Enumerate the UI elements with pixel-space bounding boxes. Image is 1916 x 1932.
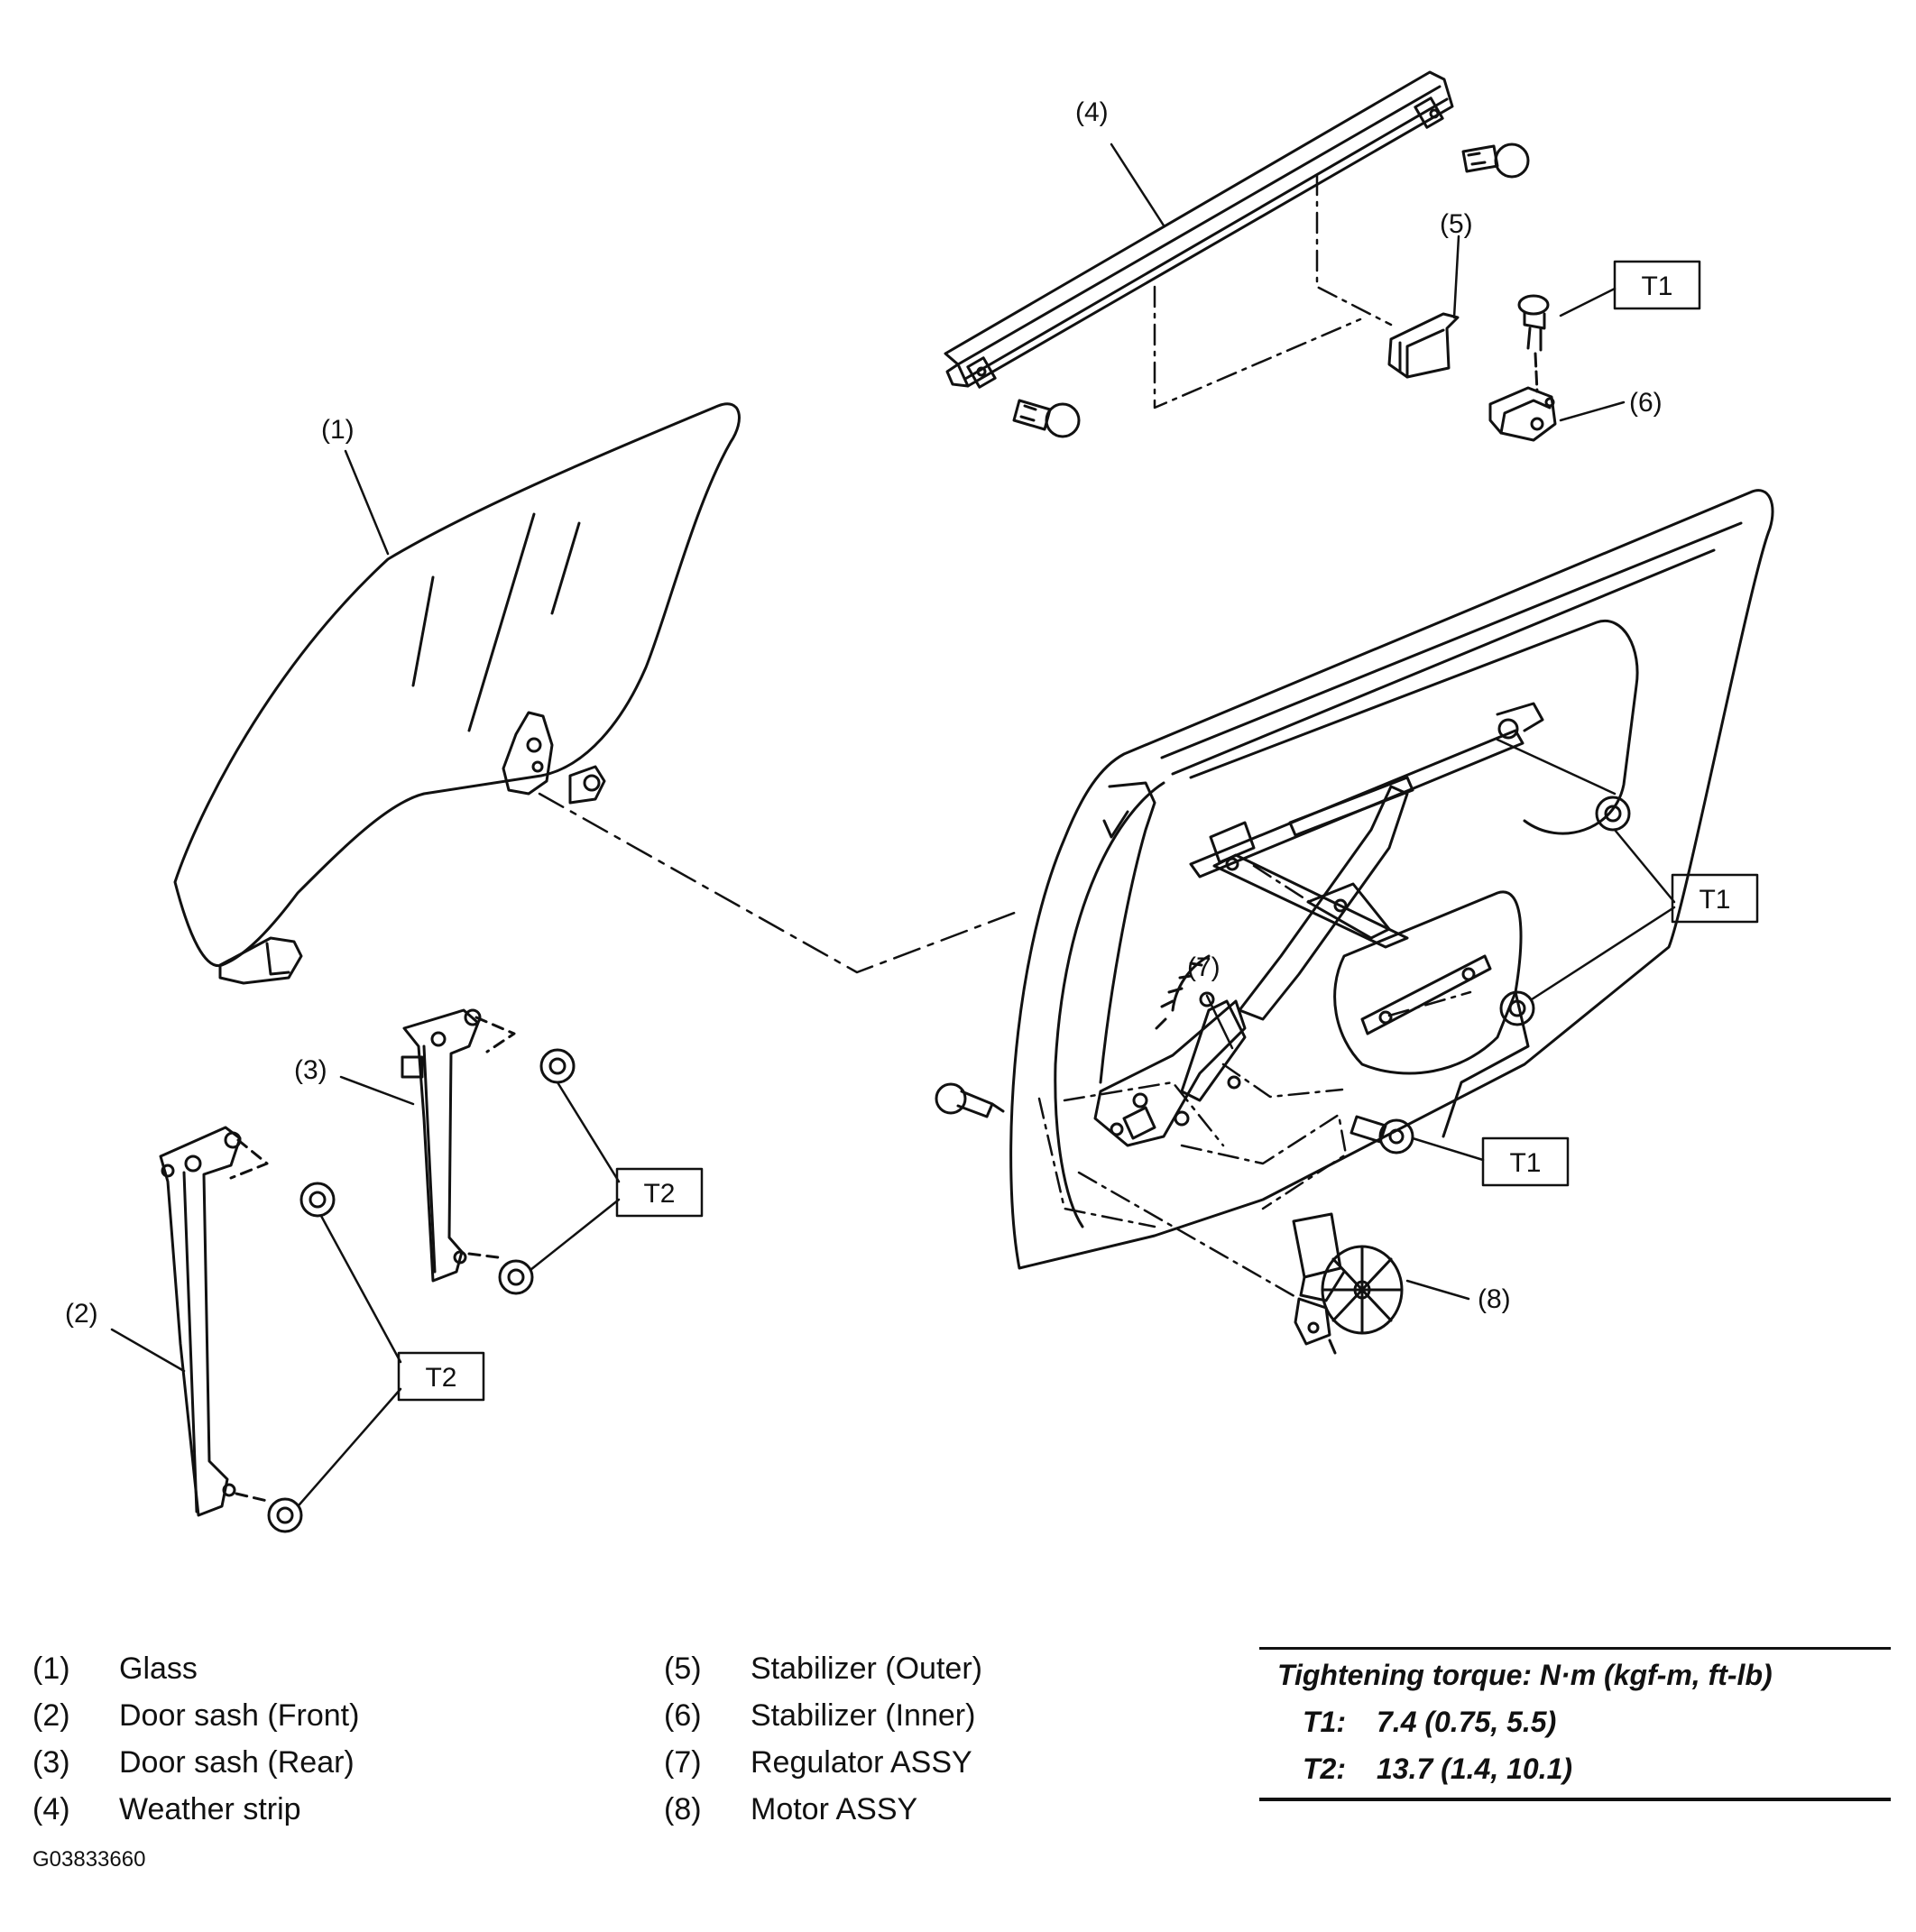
t2-lower-leader-b (298, 1387, 402, 1506)
weather-strip (944, 70, 1454, 389)
legend-item: (6) Stabilizer (Inner) (664, 1697, 1205, 1734)
motor-assy (1292, 1212, 1404, 1355)
callout-2: (2) (65, 1299, 98, 1329)
legend-item-name: Weather strip (119, 1792, 301, 1826)
legend-item-number: (7) (664, 1745, 702, 1780)
torque-tag-t2-upper-label: T2 (643, 1179, 675, 1209)
legend-item-number: (2) (32, 1698, 70, 1733)
legend-item: (2) Door sash (Front) (32, 1697, 574, 1734)
regulator-assy (1093, 702, 1544, 1147)
stabilizer-inner-leader (1559, 400, 1626, 422)
torque-tag-t2-lower-label: T2 (425, 1363, 456, 1393)
callout-1: (1) (321, 415, 355, 445)
sash-front-nut-upper (299, 1182, 336, 1218)
motor-leader (1405, 1279, 1470, 1301)
legend-item-number: (6) (664, 1698, 702, 1733)
torque-tag-t2-lower: T2 (397, 1351, 485, 1402)
legend-item-name: Glass (119, 1651, 198, 1686)
legend-item-number: (8) (664, 1792, 702, 1826)
t1-low-leader (1411, 1136, 1485, 1162)
glass-to-regulator-line (538, 792, 1021, 974)
legend-item-number: (4) (32, 1792, 70, 1826)
torque-table: Tightening torque: N·m (kgf-m, ft-lb) T1… (1259, 1647, 1891, 1801)
torque-row-value: 7.4 (0.75, 5.5) (1377, 1706, 1557, 1738)
torque-tag-t1-low-label: T1 (1509, 1148, 1541, 1178)
exploded-view-diagram: (1) (2) (3) (4) (5) (6) (7) (8) T1 T1 T1… (65, 70, 1774, 1533)
sash-rear-nut-upper (539, 1048, 576, 1084)
legend-item-name: Stabilizer (Inner) (751, 1698, 976, 1733)
door-sash-rear (401, 1008, 516, 1283)
sash-front-nut-lower (267, 1497, 303, 1533)
t2-upper-leader-b (529, 1198, 621, 1272)
weather-strip-leaders (1110, 143, 1393, 409)
torque-row-t1: T1: 7.4 (0.75, 5.5) (1303, 1706, 1556, 1739)
regulator-nut-upper (1595, 796, 1631, 832)
legend-item: (1) Glass (32, 1651, 574, 1687)
legend-item-name: Regulator ASSY (751, 1745, 972, 1780)
regulator-bolt-right (1349, 1115, 1414, 1155)
legend-item: (3) Door sash (Rear) (32, 1744, 574, 1780)
legend-item: (4) Weather strip (32, 1791, 574, 1827)
stabilizer-inner-bolt (1517, 294, 1550, 393)
legend-item: (7) Regulator ASSY (664, 1744, 1205, 1780)
t2-lower-leader-a (319, 1214, 402, 1364)
torque-row-t2: T2: 13.7 (1.4, 10.1) (1303, 1753, 1572, 1786)
door-sash-front (159, 1126, 269, 1517)
torque-row-label: T2: (1303, 1753, 1346, 1785)
callout-3: (3) (294, 1055, 327, 1085)
callout-4: (4) (1075, 97, 1109, 127)
door-panel (1009, 489, 1774, 1270)
callout-5: (5) (1440, 209, 1473, 239)
sash-front-leader (110, 1328, 186, 1373)
regulator-bolt-left (935, 1082, 1005, 1118)
regulator-guide-lines (1037, 864, 1472, 1228)
torque-row-label: T1: (1303, 1706, 1346, 1738)
torque-table-title: Tightening torque: N·m (kgf-m, ft-lb) (1277, 1659, 1773, 1691)
legend-item-name: Door sash (Rear) (119, 1745, 355, 1780)
torque-tag-t1-top: T1 (1613, 260, 1701, 310)
glass (173, 402, 741, 985)
callout-7: (7) (1187, 952, 1221, 982)
figure-id: G03833660 (32, 1847, 146, 1872)
regulator-leader (1205, 994, 1234, 1050)
torque-tag-t2-upper: T2 (615, 1167, 704, 1218)
weather-strip-screw-right (1461, 143, 1530, 179)
stabilizer-inner (1488, 386, 1557, 442)
sash-rear-nut-lower (498, 1259, 534, 1295)
legend-item-number: (3) (32, 1745, 70, 1780)
glass-leader (344, 449, 390, 556)
torque-tag-t1-low: T1 (1481, 1136, 1570, 1187)
torque-tag-t1-top-label: T1 (1641, 271, 1672, 301)
callout-6: (6) (1629, 388, 1663, 418)
legend-item: (8) Motor ASSY (664, 1791, 1205, 1827)
legend-item-name: Stabilizer (Outer) (751, 1651, 982, 1686)
t1-mid-leader-a (1613, 828, 1676, 904)
nut-upper-guide (1496, 738, 1617, 796)
sash-rear-leader (339, 1075, 415, 1106)
torque-tag-t1-mid: T1 (1671, 873, 1759, 924)
legend-item: (5) Stabilizer (Outer) (664, 1651, 1205, 1687)
stabilizer-outer (1387, 312, 1460, 379)
t1-mid-leader-b (1530, 906, 1676, 1001)
legend-item-name: Motor ASSY (751, 1792, 918, 1826)
t2-upper-leader-a (556, 1081, 621, 1183)
stabilizer-outer-leader (1452, 235, 1460, 319)
motor-guide-line (1077, 1171, 1301, 1301)
legend-item-name: Door sash (Front) (119, 1698, 360, 1733)
legend-item-number: (5) (664, 1651, 702, 1686)
legend-item-number: (1) (32, 1651, 70, 1686)
weather-strip-screw-left (1012, 399, 1081, 438)
regulator-nut-lower (1499, 990, 1535, 1026)
callout-8: (8) (1478, 1284, 1511, 1314)
t1-top-leader (1559, 287, 1617, 317)
torque-row-value: 13.7 (1.4, 10.1) (1377, 1753, 1573, 1785)
torque-tag-t1-mid-label: T1 (1699, 885, 1730, 915)
